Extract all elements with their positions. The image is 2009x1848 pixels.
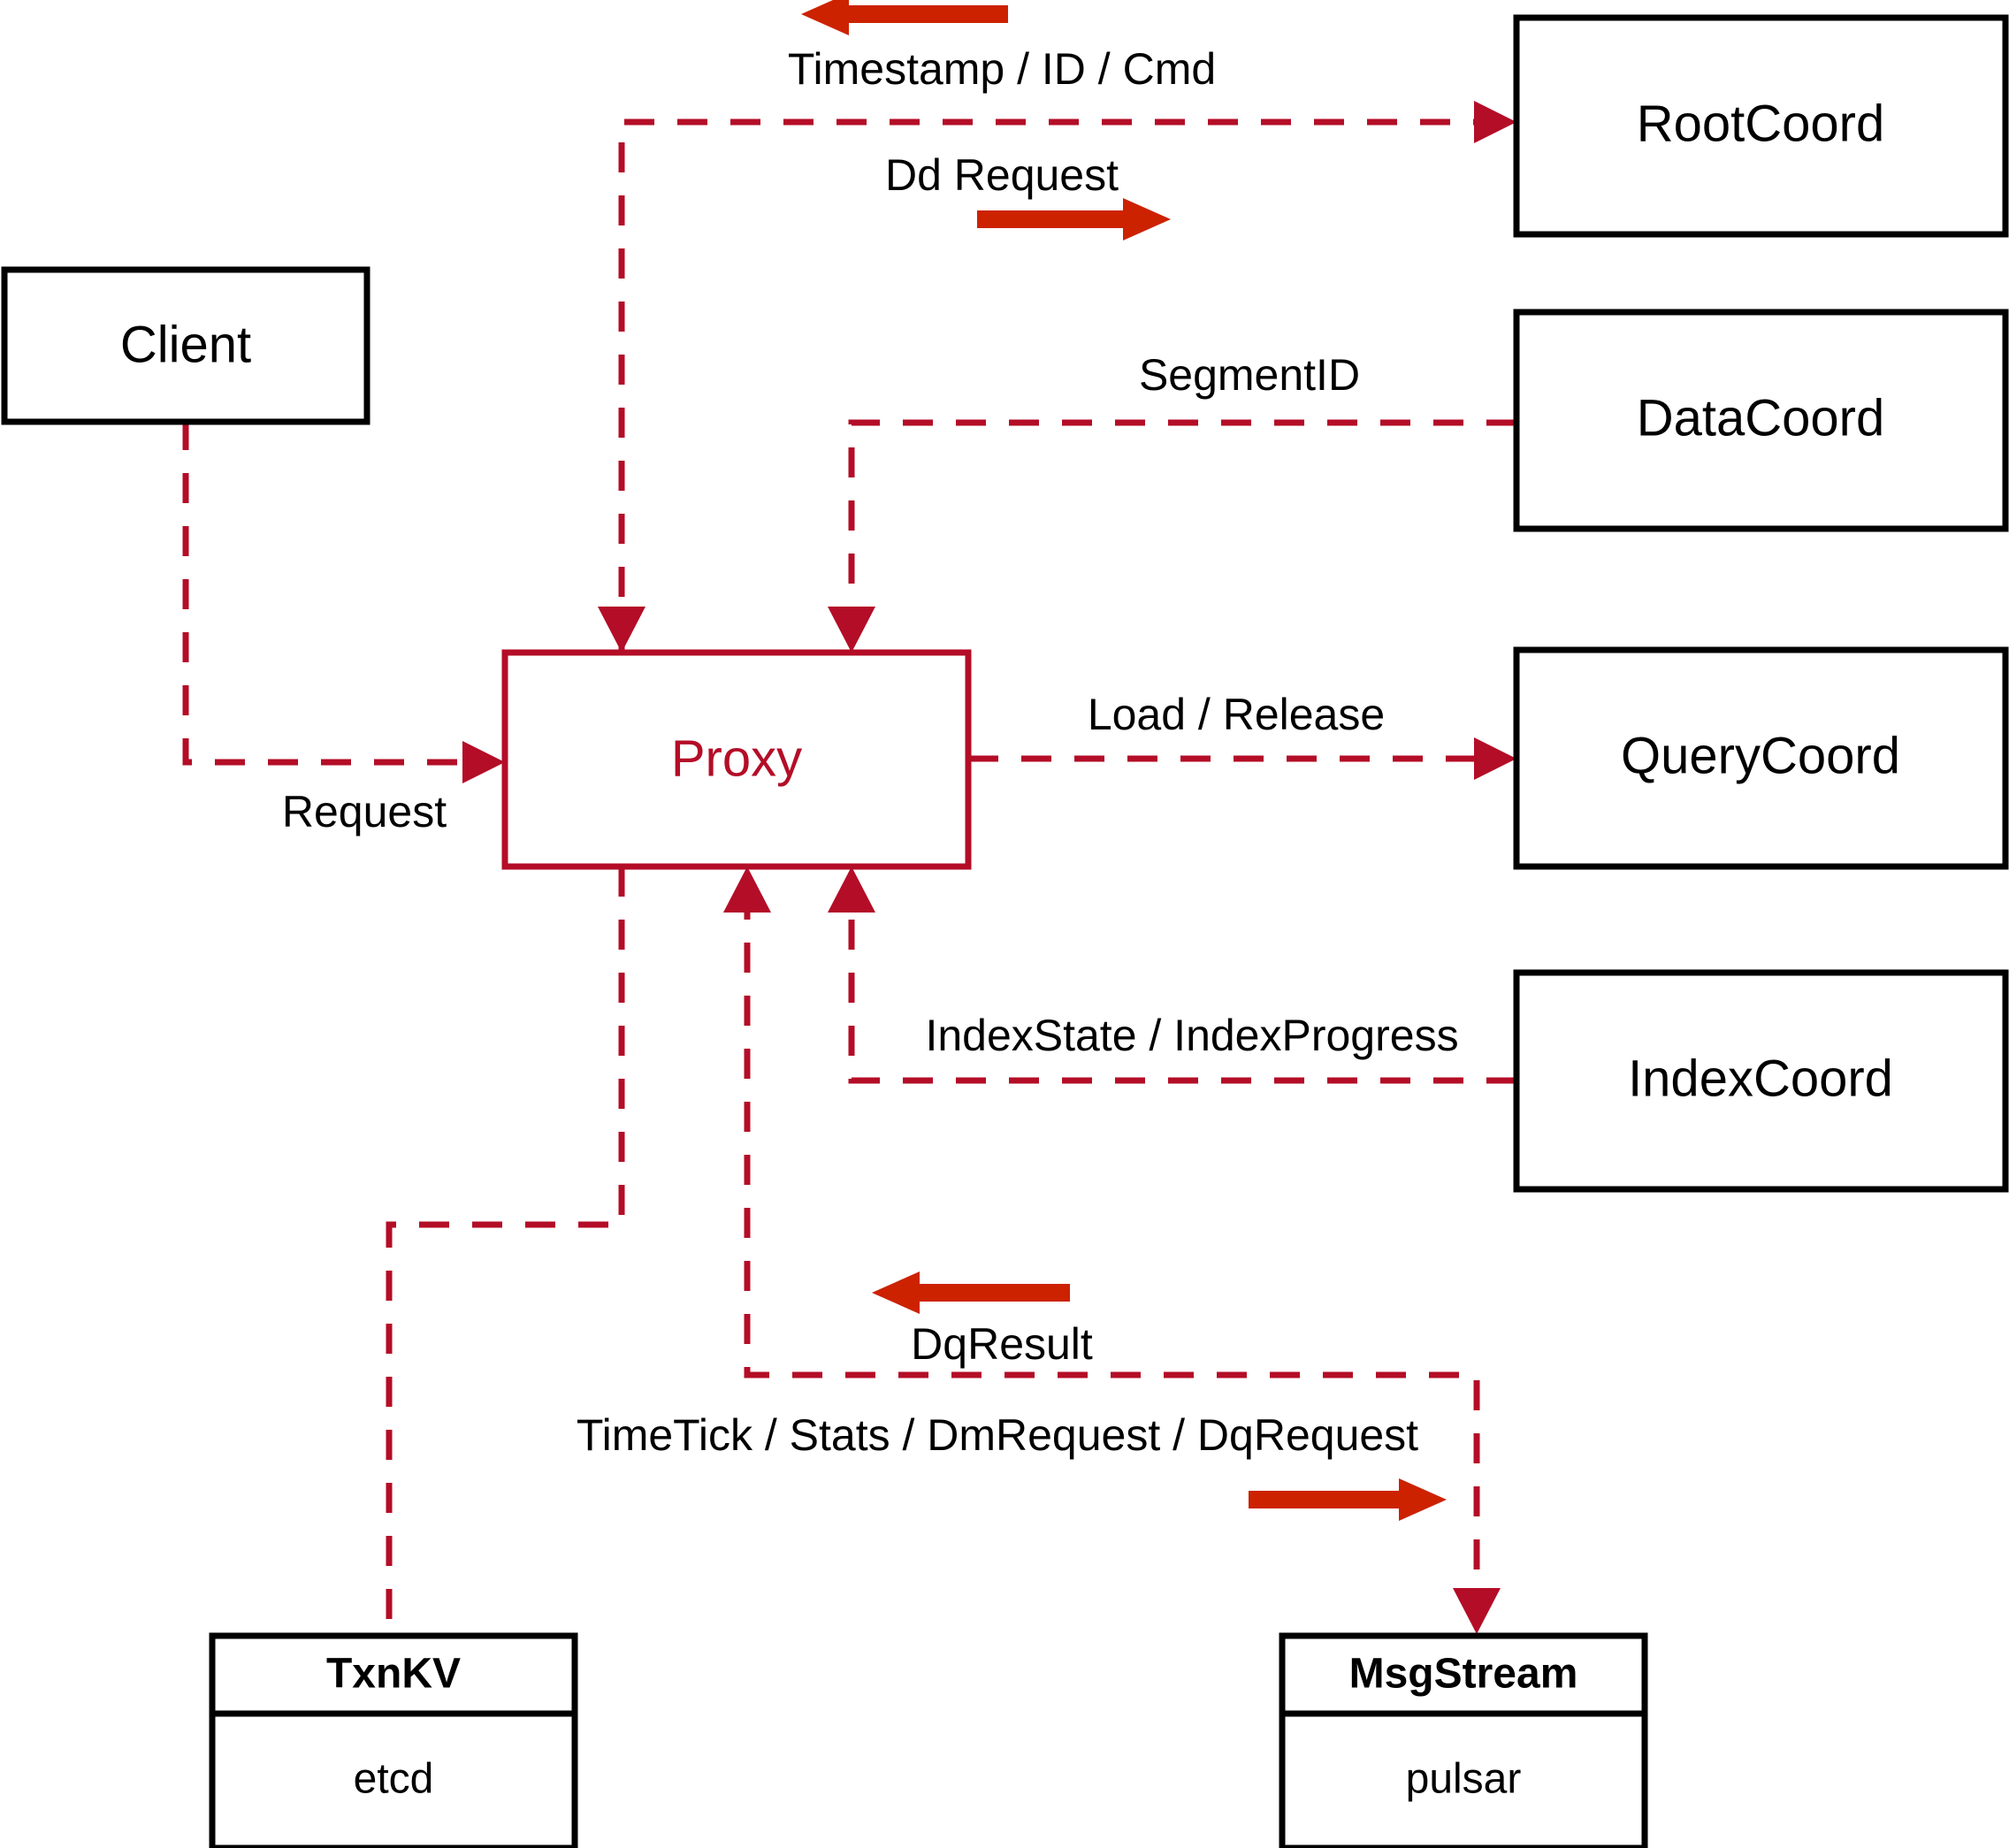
node-datacoord-label: DataCoord [1637,389,1884,447]
edge-client-to-proxy-arrowhead [462,741,505,783]
edge-label-load-release: Load / Release [1088,690,1385,739]
edge-datacoord-to-proxy [848,419,1516,630]
node-msgstream-title: MsgStream [1349,1651,1578,1698]
node-client[interactable]: Client [1,266,370,425]
edge-proxy-to-rootcoord [618,118,1496,650]
node-txnkv[interactable]: TxnKV etcd [209,1632,578,1848]
node-indexcoord[interactable]: IndexCoord [1513,969,2009,1193]
edge-datacoord-to-proxy-arrowhead [828,607,875,653]
edge-label-request: Request [282,787,447,836]
edge-indexcoord-to-proxy-arrowhead [828,867,875,913]
edge-proxy-to-msgstream-arrowhead [1453,1588,1501,1634]
edge-label-index-state-progress: IndexState / IndexProgress [925,1011,1458,1060]
node-proxy-label: Proxy [671,729,802,787]
node-client-label: Client [120,316,251,373]
edge-proxy-to-rootcoord-arrowhead [1474,101,1516,143]
direction-arrow-right-dqrequest [1249,1478,1447,1521]
node-proxy[interactable]: Proxy [501,649,972,870]
edge-msgstream-to-proxy [744,890,1480,1609]
node-indexcoord-label: IndexCoord [1628,1050,1893,1107]
node-rootcoord-label: RootCoord [1637,95,1884,152]
direction-arrow-right-ddrequest [977,198,1171,241]
edge-proxy-to-querycoord-arrowhead [1474,737,1516,780]
edge-proxy-to-txnkv [386,867,625,1636]
node-querycoord[interactable]: QueryCoord [1513,646,2009,870]
edge-msgstream-to-proxy-arrowhead [723,867,771,913]
node-datacoord[interactable]: DataCoord [1513,309,2009,532]
node-txnkv-title: TxnKV [326,1651,461,1698]
edge-rootcoord-to-proxy-arrowhead [598,607,645,653]
node-querycoord-label: QueryCoord [1621,727,1900,784]
direction-arrow-left-dqresult [872,1271,1070,1314]
direction-arrow-left-timestamp [801,0,1008,35]
node-msgstream[interactable]: MsgStream pulsar [1279,1632,1648,1848]
edge-label-timetick-stats: TimeTick / Stats / DmRequest / DqRequest [577,1410,1418,1460]
edge-label-dq-result: DqResult [911,1319,1093,1369]
edge-client-to-proxy [182,420,485,766]
node-txnkv-impl: etcd [354,1756,434,1803]
edge-label-segment-id: SegmentID [1139,350,1360,400]
node-msgstream-impl: pulsar [1406,1756,1522,1803]
edge-indexcoord-to-proxy [848,890,1516,1084]
edge-label-timestamp-id-cmd: Timestamp / ID / Cmd [788,44,1216,94]
node-rootcoord[interactable]: RootCoord [1513,14,2009,238]
edge-label-dd-request: Dd Request [885,150,1119,200]
